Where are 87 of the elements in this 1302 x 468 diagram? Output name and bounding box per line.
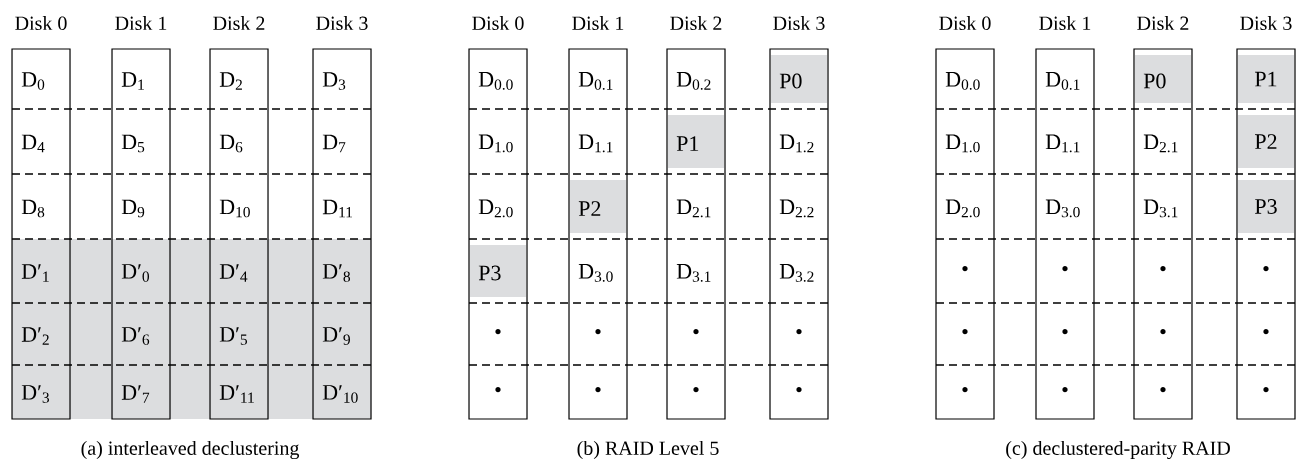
block-cell: • — [1160, 329, 1166, 335]
block-cell: D$_{3.0}$ — [1045, 199, 1080, 218]
block-cell: • — [1062, 387, 1068, 393]
block-cell: D′$_{3}$ — [21, 385, 49, 403]
disk-label: Disk 2 — [213, 15, 265, 31]
disk-label: Disk 1 — [1039, 15, 1091, 31]
block-cell: • — [962, 329, 968, 335]
block-cell: D$_{1}$ — [121, 72, 144, 90]
block-cell: D$_{0.0}$ — [945, 72, 980, 90]
block-cell: D$_{6}$ — [219, 134, 243, 153]
block-cell: D$_{7}$ — [322, 134, 346, 153]
block-cell: D$_{8}$ — [21, 199, 45, 218]
disk-label: Disk 1 — [572, 15, 624, 31]
block-cell: D′$_{9}$ — [322, 327, 350, 345]
block-cell: D′$_{1}$ — [21, 264, 49, 282]
block-cell: P0 — [771, 55, 827, 103]
block-cell: D$_{0.0}$ — [478, 72, 513, 90]
block-cell: D$_{2}$ — [219, 72, 242, 90]
block-cell: • — [962, 387, 968, 393]
block-cell: D$_{4}$ — [21, 134, 45, 153]
disk-label: Disk 0 — [15, 15, 67, 31]
block-cell: P0 — [1135, 55, 1191, 103]
block-cell: D$_{1.2}$ — [779, 134, 814, 153]
block-cell: D$_{3}$ — [322, 72, 346, 90]
block-cell: D′$_{5}$ — [219, 327, 247, 345]
caption: (b) RAID Level 5 — [577, 440, 719, 460]
disk-label: Disk 3 — [773, 15, 825, 31]
block-cell: • — [1062, 329, 1068, 335]
block-cell: D′$_{7}$ — [121, 385, 150, 403]
block-cell: P3 — [470, 245, 526, 297]
block-cell: D$_{2.1}$ — [676, 199, 711, 218]
block-cell: • — [962, 266, 968, 272]
block-cell: D$_{0.2}$ — [676, 72, 711, 90]
block-cell: D$_{1.1}$ — [1045, 134, 1080, 153]
block-cell: • — [595, 329, 601, 335]
block-cell: • — [1263, 387, 1269, 393]
block-cell: P1 — [1238, 55, 1294, 103]
block-cell: D$_{2.1}$ — [1143, 134, 1178, 153]
block-cell: • — [1160, 266, 1166, 272]
block-cell: D′$_{6}$ — [121, 327, 150, 345]
block-cell: • — [693, 387, 699, 393]
block-cell: D$_{3.2}$ — [779, 264, 814, 282]
block-cell: D$_{1.1}$ — [578, 134, 613, 153]
block-cell: • — [1160, 387, 1166, 393]
block-cell: D′$_{11}$ — [219, 385, 254, 403]
block-cell: D$_{2.0}$ — [478, 199, 513, 218]
block-cell: • — [495, 387, 501, 393]
caption: (c) declustered-parity RAID — [1006, 440, 1230, 460]
block-cell: D$_{1.0}$ — [478, 134, 513, 153]
block-cell: • — [1062, 266, 1068, 272]
block-cell: D$_{2.0}$ — [945, 199, 980, 218]
block-cell: D$_{9}$ — [121, 199, 145, 218]
block-cell: D$_{2.2}$ — [779, 199, 814, 218]
disk-label: Disk 3 — [316, 15, 368, 31]
block-cell: D$_{10}$ — [219, 199, 250, 218]
block-cell: D′$_{10}$ — [322, 385, 358, 403]
caption: (a) interleaved declustering — [81, 440, 300, 460]
block-cell: D$_{0}$ — [21, 72, 45, 90]
disk-label: Disk 3 — [1240, 15, 1292, 31]
block-cell: D$_{3.1}$ — [1143, 199, 1178, 218]
block-cell: • — [1263, 329, 1269, 335]
block-cell: D′$_{2}$ — [21, 327, 49, 345]
block-cell: P2 — [1238, 115, 1294, 168]
block-cell: P2 — [570, 180, 626, 233]
block-cell: D$_{11}$ — [322, 199, 352, 218]
block-cell: P3 — [1238, 180, 1294, 233]
block-cell: P1 — [668, 115, 724, 168]
block-cell: • — [1263, 266, 1269, 272]
block-cell: • — [495, 329, 501, 335]
block-cell: D′$_{8}$ — [322, 264, 351, 282]
disk-label: Disk 0 — [939, 15, 991, 31]
block-cell: • — [595, 387, 601, 393]
block-cell: • — [693, 329, 699, 335]
block-cell: • — [796, 387, 802, 393]
block-cell: D$_{0.1}$ — [1045, 72, 1080, 90]
disk-label: Disk 1 — [115, 15, 167, 31]
block-cell: D′$_{4}$ — [219, 264, 248, 282]
disk-label: Disk 2 — [670, 15, 722, 31]
block-cell: D$_{5}$ — [121, 134, 145, 153]
block-cell: D$_{0.1}$ — [578, 72, 613, 90]
block-cell: D$_{3.0}$ — [578, 264, 613, 282]
block-cell: D′$_{0}$ — [121, 264, 150, 282]
block-cell: • — [796, 329, 802, 335]
block-cell: D$_{1.0}$ — [945, 134, 980, 153]
block-cell: D$_{3.1}$ — [676, 264, 711, 282]
disk-label: Disk 2 — [1137, 15, 1189, 31]
disk-label: Disk 0 — [472, 15, 524, 31]
